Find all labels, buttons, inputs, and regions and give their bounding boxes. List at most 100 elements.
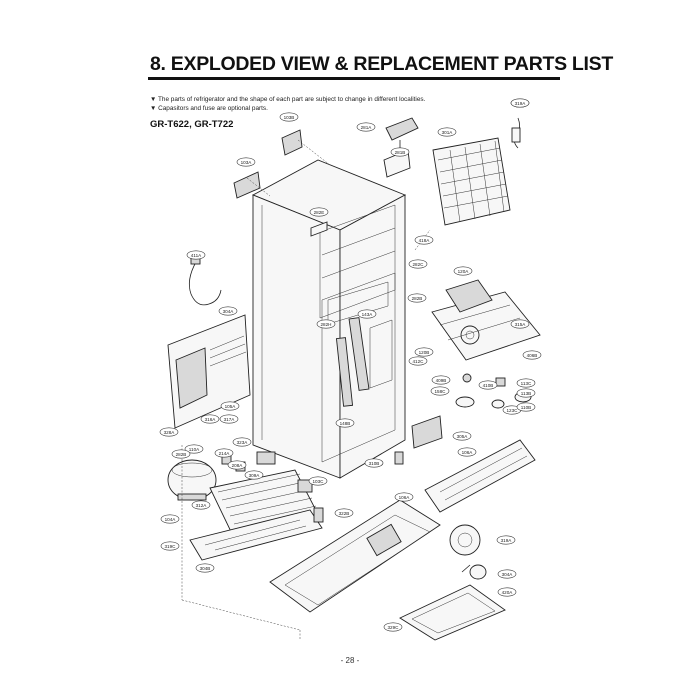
callout-text: 282B bbox=[176, 452, 187, 457]
callout-319a: 319A bbox=[496, 535, 516, 545]
callout-text: 410B bbox=[483, 383, 494, 388]
callout-103b: 103B bbox=[279, 112, 299, 122]
part-282e bbox=[310, 221, 328, 237]
callout-282h: 282H bbox=[316, 319, 336, 329]
callout-316a: 316A bbox=[200, 414, 220, 424]
note-parts-change: ▼ The parts of refrigerator and the shap… bbox=[150, 96, 426, 103]
callout-text: 304A bbox=[223, 309, 235, 314]
power-cord bbox=[188, 255, 222, 306]
callout-158c: 158C bbox=[430, 386, 450, 396]
callout-103c: 103C bbox=[308, 476, 328, 486]
callout-120a: 120A bbox=[453, 266, 473, 276]
callout-104a: 104A bbox=[160, 514, 180, 524]
callout-304a: 304A bbox=[497, 569, 517, 579]
callout-110b: 110B bbox=[516, 402, 536, 412]
condenser-assembly bbox=[432, 117, 521, 226]
callout-text: 110B bbox=[521, 405, 531, 410]
callout-411a: 411A bbox=[186, 250, 206, 260]
callout-143a: 143A bbox=[357, 309, 377, 319]
callout-text: 110A bbox=[189, 447, 200, 452]
callout-418a: 418A bbox=[414, 235, 434, 245]
back-cover bbox=[167, 314, 251, 429]
callout-text: 323A bbox=[237, 440, 249, 445]
callout-text: 304B bbox=[200, 566, 211, 571]
note-optional-parts: ▼ Capasitors and fuse are optional parts… bbox=[150, 105, 268, 112]
cabinet-body bbox=[251, 159, 407, 479]
callout-text: 418A bbox=[419, 238, 431, 243]
callout-148b: 148B bbox=[335, 418, 355, 428]
callout-120b: 120B bbox=[414, 347, 434, 357]
callout-text: 315A bbox=[515, 322, 527, 327]
callout-text: 103B bbox=[284, 115, 295, 120]
callout-412c: 412C bbox=[408, 356, 428, 366]
callout-103a: 103A bbox=[236, 157, 256, 167]
callout-text: 319A bbox=[515, 101, 527, 106]
callout-text: 309A bbox=[249, 473, 261, 478]
callout-text: 105A bbox=[225, 404, 237, 409]
lower-hinge-legs bbox=[297, 415, 443, 523]
callout-text: 214A bbox=[219, 451, 231, 456]
callout-106a: 106A bbox=[394, 492, 414, 502]
callout-text: 406B bbox=[527, 353, 538, 358]
callout-text: 120A bbox=[458, 269, 470, 274]
callout-text: 282E bbox=[314, 210, 325, 215]
drain-pan bbox=[399, 584, 506, 641]
callout-text: 148B bbox=[340, 421, 351, 426]
callout-281b: 281B bbox=[390, 147, 410, 157]
callout-110a: 110A bbox=[184, 444, 204, 454]
callout-text: 322B bbox=[339, 511, 350, 516]
callout-text: 409B bbox=[436, 378, 447, 383]
callout-106a: 106A bbox=[457, 447, 477, 457]
callout-282b: 282B bbox=[407, 293, 427, 303]
callout-410b: 410B bbox=[478, 380, 498, 390]
page-number: - 28 - bbox=[340, 656, 360, 665]
callout-282e: 282E bbox=[309, 207, 329, 217]
callout-text: 411A bbox=[191, 253, 202, 258]
callout-text: 301A bbox=[442, 130, 454, 135]
callout-text: 106A bbox=[399, 495, 411, 500]
callout-text: 317A bbox=[224, 417, 236, 422]
callout-text: 158C bbox=[435, 389, 447, 394]
callout-315a: 315A bbox=[510, 319, 530, 329]
callout-text: 208A bbox=[232, 463, 244, 468]
base-plate bbox=[269, 499, 441, 613]
callout-text: 319A bbox=[501, 538, 513, 543]
callout-text: 113C bbox=[521, 381, 532, 386]
evaporator-cover bbox=[431, 279, 541, 361]
compressor-assembly bbox=[167, 451, 323, 561]
callout-319a: 319A bbox=[510, 98, 530, 108]
callout-406b: 406B bbox=[522, 350, 542, 360]
callout-text: 310B bbox=[369, 461, 380, 466]
callout-text: 316A bbox=[205, 417, 217, 422]
callout-labels: 401A103B281A301A281B103A282E418A411A282C… bbox=[159, 98, 542, 632]
callout-409b: 409B bbox=[431, 375, 451, 385]
callout-text: 123C bbox=[507, 408, 519, 413]
page-title: 8. EXPLODED VIEW & REPLACEMENT PARTS LIS… bbox=[150, 53, 613, 75]
model-numbers: GR-T622, GR-T722 bbox=[150, 119, 234, 130]
callout-281a: 281A bbox=[356, 122, 376, 132]
callout-text: 305A bbox=[457, 434, 469, 439]
title-underline bbox=[148, 77, 560, 80]
callout-105a: 105A bbox=[220, 401, 240, 411]
callout-329c: 329C bbox=[383, 622, 403, 632]
callout-text: 282H bbox=[321, 322, 332, 327]
callout-text: 329C bbox=[388, 625, 400, 630]
callout-text: 106A bbox=[462, 450, 474, 455]
callout-text: 120B bbox=[419, 350, 430, 355]
callout-113c: 113C bbox=[516, 378, 536, 388]
inner-ducts bbox=[327, 281, 393, 407]
callout-113b: 113B bbox=[516, 388, 536, 398]
callout-text: 103A bbox=[241, 160, 253, 165]
condenser-fan bbox=[449, 524, 487, 580]
callout-312a: 312A bbox=[191, 500, 211, 510]
callout-214a: 214A bbox=[214, 448, 234, 458]
callout-309a: 309A bbox=[244, 470, 264, 480]
callout-282c: 282C bbox=[408, 259, 428, 269]
callout-304b: 304B bbox=[195, 563, 215, 573]
callout-305a: 305A bbox=[452, 431, 472, 441]
top-hinge-parts bbox=[233, 117, 419, 199]
callout-text: 319C bbox=[165, 544, 177, 549]
front-grille bbox=[424, 439, 536, 513]
